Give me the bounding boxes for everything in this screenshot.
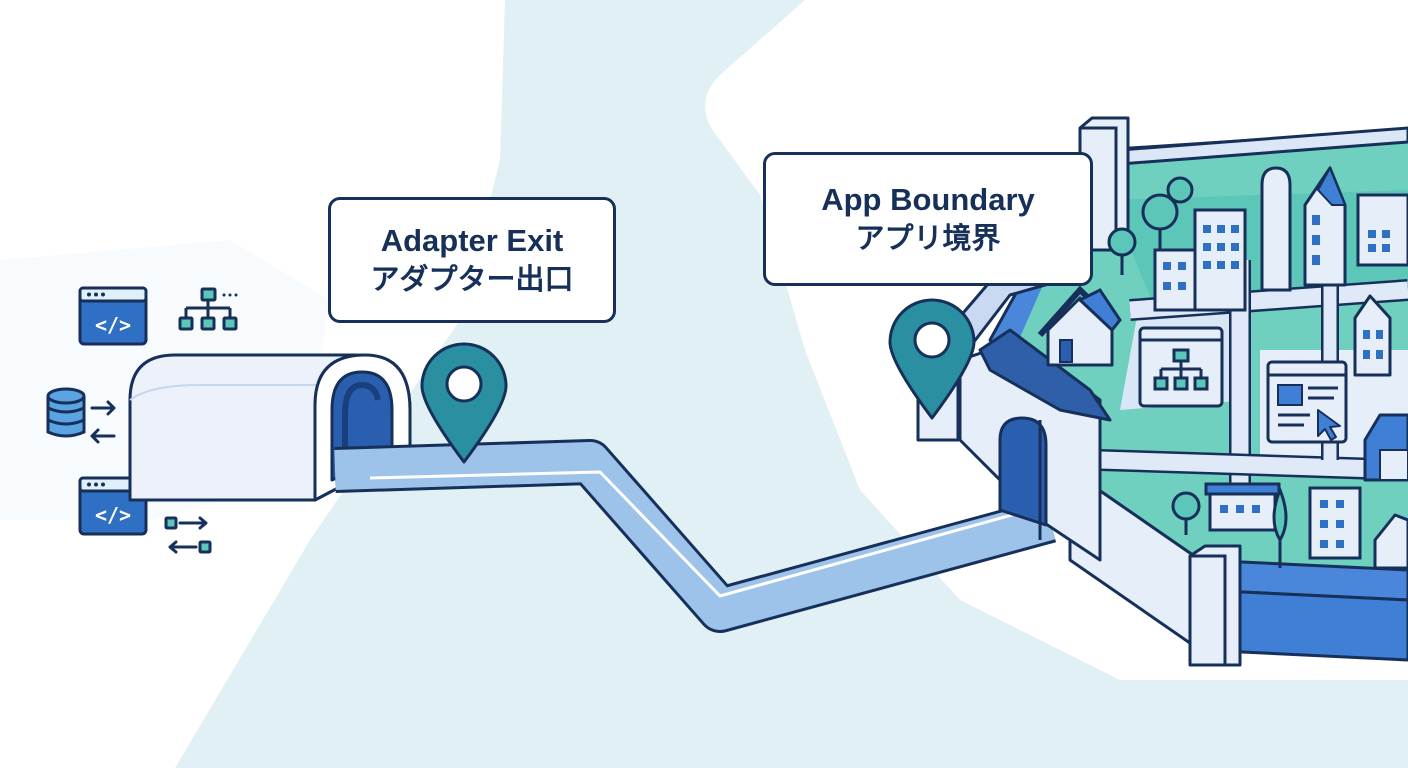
code-window-icon: </>	[78, 286, 148, 346]
tree-icon	[1141, 193, 1179, 250]
gatehouse-icon	[958, 328, 1112, 562]
location-pin-icon	[888, 298, 976, 420]
house-icon	[1037, 285, 1122, 367]
wall-tower	[1188, 544, 1242, 667]
river-band	[175, 0, 1408, 768]
swap-arrows-icon	[164, 516, 212, 554]
building-icon	[1373, 513, 1408, 570]
building-icon	[1308, 486, 1362, 560]
building-icon	[1363, 413, 1408, 482]
tree-icon	[1107, 227, 1137, 275]
building-icon	[1353, 294, 1392, 377]
app-boundary-label-en: App Boundary	[821, 182, 1035, 217]
tree-icon	[1171, 491, 1201, 535]
location-pin-icon	[420, 342, 508, 464]
app-city	[916, 116, 1408, 667]
svg-text:</>: </>	[95, 313, 131, 337]
building-icon	[1204, 482, 1281, 532]
database-icon	[46, 387, 86, 438]
tree-icon	[1166, 176, 1194, 204]
browser-screen	[1266, 360, 1348, 444]
adapter-exit-callout: Adapter Exit アダプター出口	[328, 197, 616, 323]
tree-icon	[1272, 485, 1288, 568]
app-boundary-callout: App Boundary アプリ境界	[763, 152, 1093, 286]
adapter-exit-label-jp: アダプター出口	[370, 262, 574, 296]
cursor-icon	[1317, 409, 1341, 441]
hierarchy-icon	[178, 287, 238, 331]
svg-text:</>: </>	[95, 503, 131, 527]
building-icon	[1303, 165, 1347, 287]
building-icon	[1356, 193, 1408, 267]
road-path	[334, 439, 1057, 633]
hierarchy-screen	[1138, 326, 1224, 408]
building-icon	[1260, 166, 1292, 292]
app-boundary-label-jp: アプリ境界	[855, 221, 1001, 255]
two-way-arrows-icon	[90, 400, 116, 444]
building-icon	[1153, 208, 1247, 312]
adapter-exit-label-en: Adapter Exit	[380, 223, 564, 258]
